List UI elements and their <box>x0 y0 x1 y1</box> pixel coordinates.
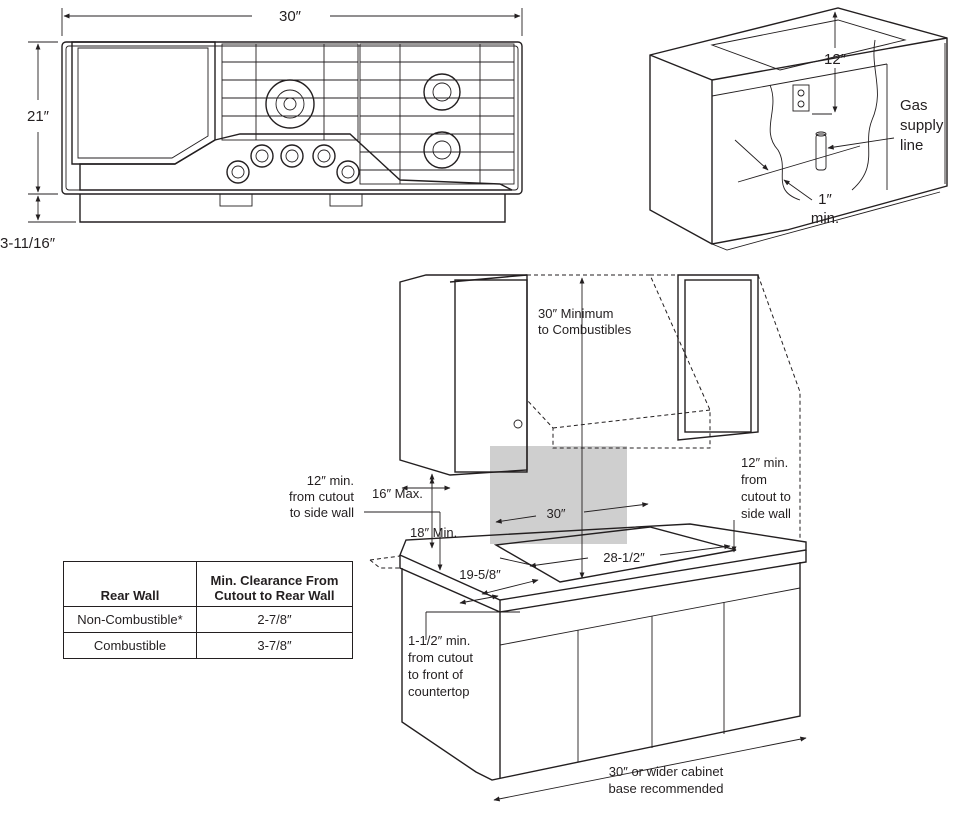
right-side-label-line3: cutout to <box>741 489 791 504</box>
right-side-label-line2: from <box>741 472 767 487</box>
front-label-line3: to front of <box>408 667 463 682</box>
table-row: Combustible 3-7/8″ <box>63 632 354 659</box>
table-row: Non-Combustible* 2-7/8″ <box>63 606 354 633</box>
gas-label-line2: supply <box>900 117 944 134</box>
front-label-line1: 1-1/2″ min. <box>408 633 470 648</box>
base-label-line1: 30″ or wider cabinet <box>609 764 724 779</box>
min-clearance-unit: min. <box>811 210 839 227</box>
min-clearance-header-line2: Cutout to Rear Wall <box>214 588 335 603</box>
left-side-label-line1: 12″ min. <box>307 473 354 488</box>
front-label-line2: from cutout <box>408 650 473 665</box>
cooktop-dimensions <box>28 8 523 223</box>
gas-label-line1: Gas <box>900 97 928 114</box>
left-side-label-line3: to side wall <box>290 505 354 520</box>
right-side-label-line1: 12″ min. <box>741 455 788 470</box>
rear-wall-type: Combustible <box>63 632 197 659</box>
min-clearance-value: 1″ <box>818 191 832 208</box>
min-clearance-header-line1: Min. Clearance From <box>210 573 339 588</box>
left-side-label-line2: from cutout <box>289 489 354 504</box>
cooktop-depth-label: 21″ <box>27 108 50 125</box>
gas-supply-cabinet <box>649 7 948 251</box>
cutout-inner-width-label: 28-1/2″ <box>603 550 645 565</box>
clearance-value: 2-7/8″ <box>195 606 354 633</box>
cooktop-top-view <box>61 41 523 223</box>
backsplash-area <box>490 446 627 544</box>
rear-wall-type: Non-Combustible* <box>63 606 197 633</box>
max-depth-label: 16″ Max. <box>372 486 423 501</box>
combustibles-label-line2: to Combustibles <box>538 322 632 337</box>
outlet-height-label: 12″ <box>824 51 847 68</box>
clearance-table: Rear Wall Min. Clearance From Cutout to … <box>63 561 354 659</box>
cutout-depth-label: 19-5/8″ <box>459 567 501 582</box>
rear-wall-header: Rear Wall <box>63 561 197 607</box>
gas-label-line3: line <box>900 137 923 154</box>
installation-dimensions <box>364 277 807 802</box>
base-label-line2: base recommended <box>609 781 724 796</box>
cutout-width-label: 30″ <box>546 506 565 521</box>
gas-cabinet-dimensions <box>734 11 895 201</box>
min-clearance-header: Min. Clearance From Cutout to Rear Wall <box>195 561 354 607</box>
cooktop-width-label: 30″ <box>279 8 302 25</box>
min-height-label: 18″ Min. <box>410 525 457 540</box>
clearance-table-header: Rear Wall Min. Clearance From Cutout to … <box>63 561 354 607</box>
combustibles-label-line1: 30″ Minimum <box>538 306 613 321</box>
clearance-value: 3-7/8″ <box>195 632 354 659</box>
right-side-label-line4: side wall <box>741 506 791 521</box>
cooktop-height-label: 3-11/16″ <box>0 235 56 252</box>
front-label-line4: countertop <box>408 684 469 699</box>
